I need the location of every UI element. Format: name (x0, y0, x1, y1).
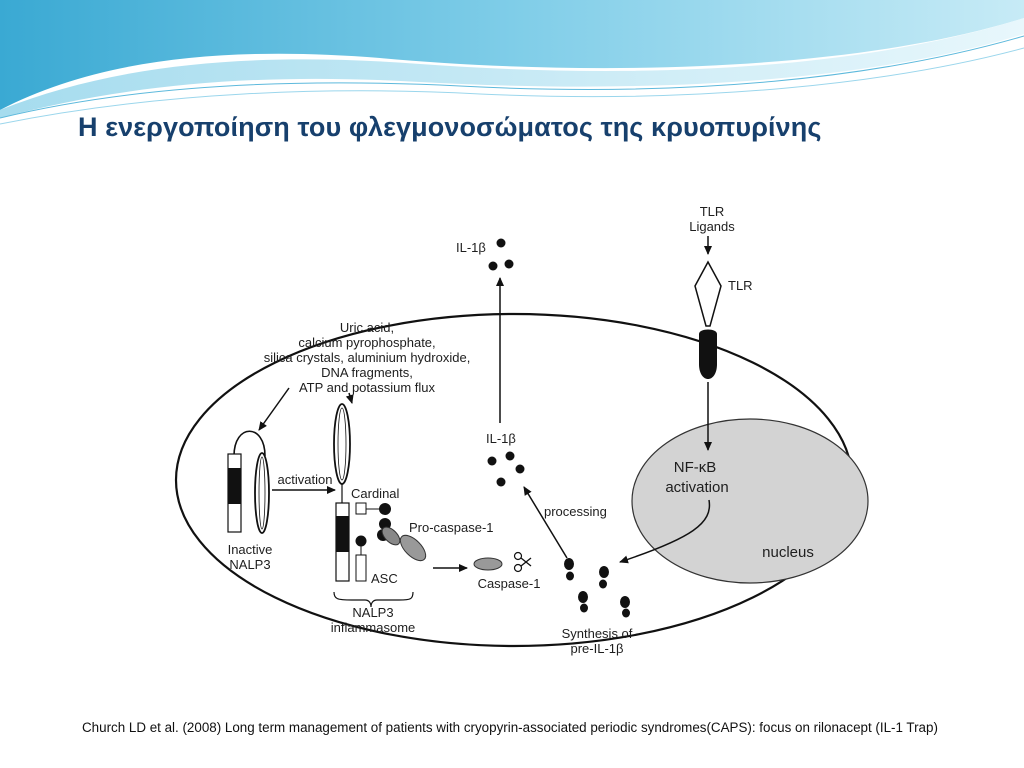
processing-label: processing (544, 504, 607, 519)
inflammasome-label-1: NALP3 (352, 605, 393, 620)
nfkb-label-1: NF-κB (674, 459, 717, 476)
trigger-arrow-right (345, 392, 354, 404)
citation-text: Church LD et al. (2008) Long term manage… (82, 720, 938, 735)
il1b-secreted-dot (488, 261, 498, 271)
nfkb-label-2: activation (665, 479, 728, 496)
synthesis-label-1: Synthesis of (562, 626, 633, 641)
tlr-ligands-label-1: TLR (700, 204, 725, 219)
trigger-line-4: DNA fragments, (321, 365, 413, 380)
trigger-line-1: Uric acid, (340, 320, 394, 335)
tlr-ligands-label-2: Ligands (689, 219, 735, 234)
il1b-secreted-dot (496, 238, 506, 248)
il1b-processed-dot (515, 464, 525, 474)
il1b-secreted-label: IL-1β (456, 240, 486, 255)
inflammasome-label-2: inflammasome (331, 620, 416, 635)
trigger-line-5: ATP and potassium flux (299, 380, 436, 395)
inactive-nalp3-label-2: NALP3 (229, 557, 270, 572)
tlr-label: TLR (728, 278, 753, 293)
synthesis-label-2: pre-IL-1β (571, 641, 624, 656)
caspase-label: Caspase-1 (478, 576, 541, 591)
inactive-nalp3-shape (227, 430, 270, 534)
inflammasome-diagram: Uric acid, calcium pyrophosphate, silica… (147, 198, 881, 695)
pro-caspase-label: Pro-caspase-1 (409, 520, 494, 535)
processing-arrow (523, 486, 568, 559)
nfkb-to-synthesis-arrow (619, 499, 711, 564)
trigger-arrow-left (258, 387, 290, 431)
caspase-shape (473, 557, 503, 571)
inflammasome-bracket (333, 591, 414, 608)
inactive-nalp3-label-1: Inactive (228, 542, 273, 557)
nucleus-shape (631, 418, 869, 584)
cardinal-label: Cardinal (351, 486, 400, 501)
il1b-processed-label: IL-1β (486, 431, 516, 446)
il1b-processed-dot (487, 456, 497, 466)
trigger-line-3: silica crystals, aluminium hydroxide, (264, 350, 471, 365)
il1b-processed-dot (505, 451, 515, 461)
scissors-icon (513, 551, 532, 573)
pre-il1b-molecules (564, 558, 630, 618)
il1b-processed-dot (496, 477, 506, 487)
activation-label: activation (278, 472, 333, 487)
trigger-line-2: calcium pyrophosphate, (298, 335, 435, 350)
tlr-receptor-shape (694, 260, 722, 379)
active-nalp3-shape (333, 403, 427, 582)
header-wave-decoration (0, 0, 1024, 125)
il1b-secreted-dot (504, 259, 514, 269)
asc-label: ASC (371, 571, 398, 586)
nucleus-label: nucleus (762, 544, 814, 561)
slide-title: Η ενεργοποίηση του φλεγμονοσώματος της κ… (78, 112, 822, 142)
